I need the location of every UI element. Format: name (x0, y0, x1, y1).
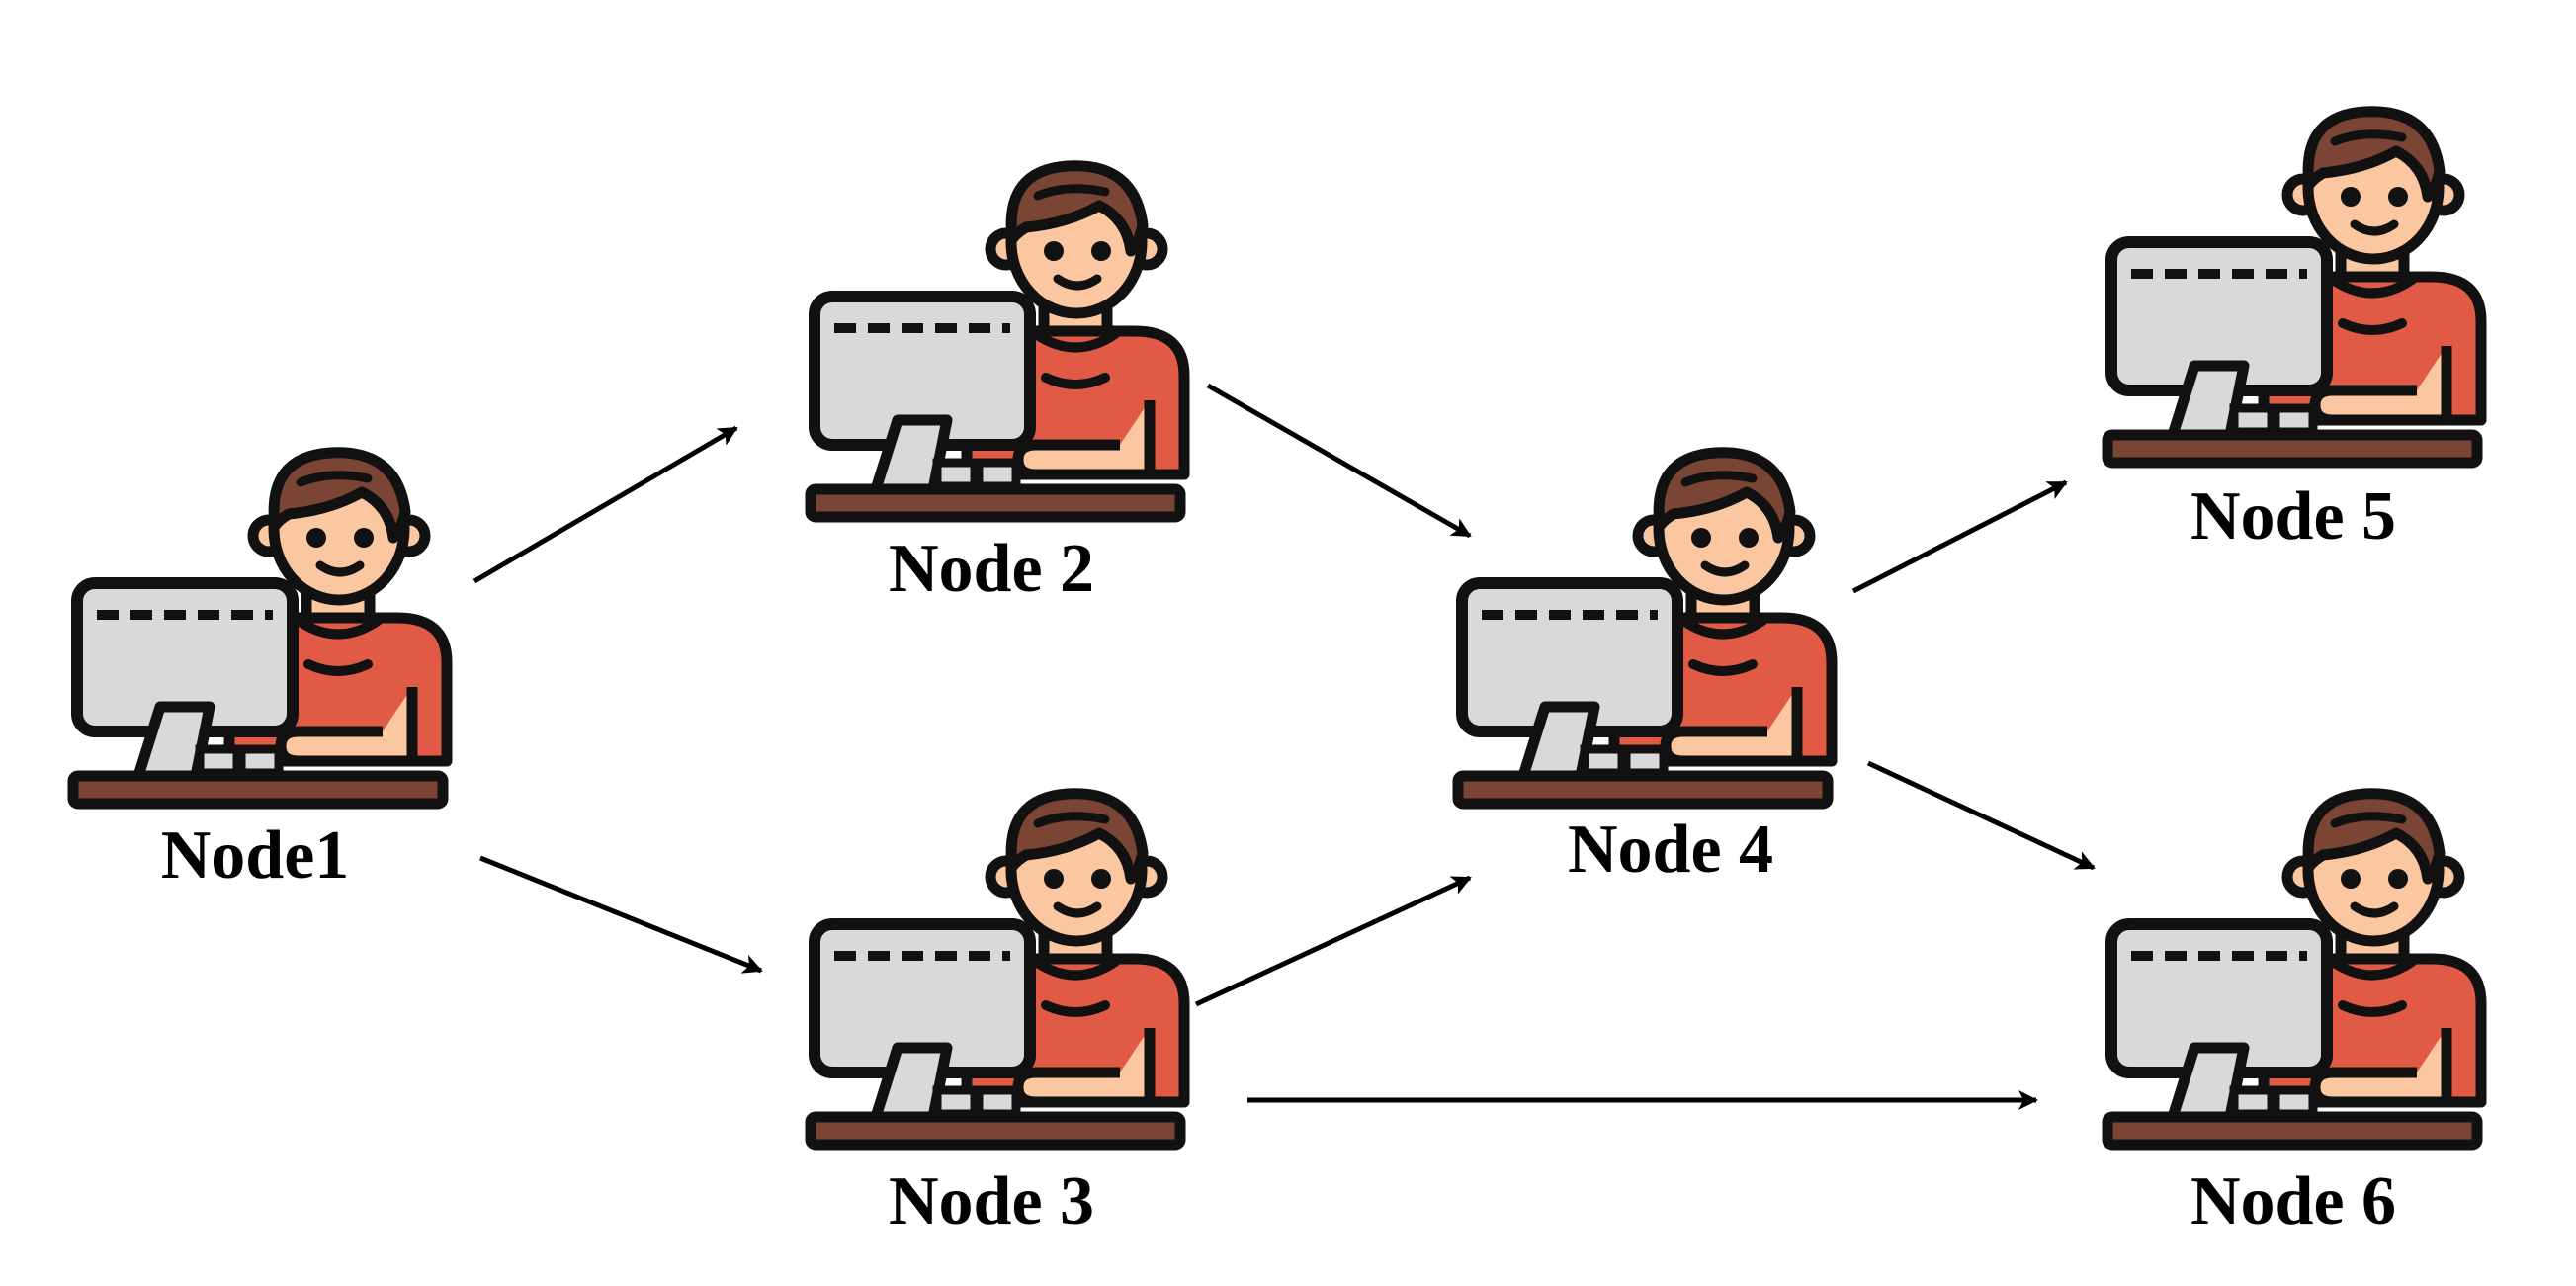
edge-arrow-n2-n4 (1206, 383, 1472, 539)
node-label: Node 4 (1568, 812, 1773, 888)
person-computer-icon (2107, 794, 2481, 1145)
edge-arrow-n3-n4 (1194, 875, 1472, 1007)
person-computer-icon (811, 794, 1184, 1145)
edge-arrow-n1-n2 (472, 425, 738, 584)
node-n2: Node 2 (811, 166, 1184, 607)
node-label: Node1 (161, 817, 350, 894)
edge-arrow-n1-n3 (479, 855, 763, 974)
edge-arrow-n4-n5 (1851, 479, 2068, 594)
person-computer-icon (73, 453, 447, 804)
edges (472, 383, 2096, 1110)
node-n1: Node1 (73, 453, 447, 894)
edge-arrow-n4-n6 (1866, 760, 2096, 871)
person-computer-icon (2107, 112, 2481, 463)
node-label: Node 2 (889, 531, 1094, 607)
node-n3: Node 3 (811, 794, 1184, 1240)
node-label: Node 5 (2190, 478, 2396, 555)
node-label: Node 3 (889, 1163, 1094, 1240)
nodes: Node1 Node 2 Node 3 Node 4 Node 5 Node 6 (73, 112, 2481, 1240)
node-label: Node 6 (2190, 1163, 2396, 1240)
node-n4: Node 4 (1458, 453, 1832, 888)
node-n5: Node 5 (2107, 112, 2481, 555)
node-n6: Node 6 (2107, 794, 2481, 1240)
person-computer-icon (811, 166, 1184, 517)
person-computer-icon (1458, 453, 1832, 804)
